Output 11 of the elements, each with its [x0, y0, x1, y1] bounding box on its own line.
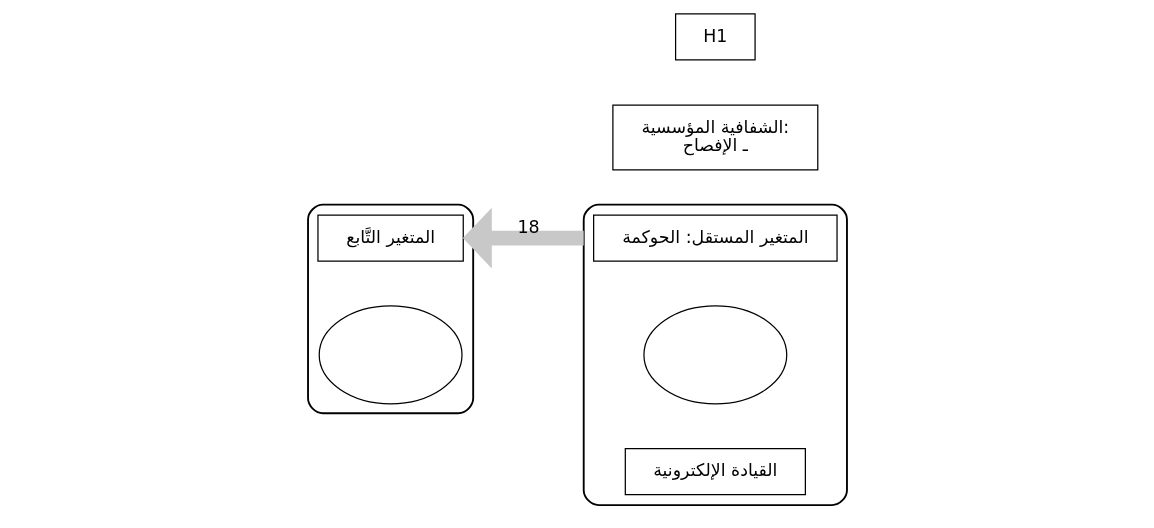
cluster	[306, 203, 474, 414]
cluster	[582, 203, 848, 506]
node-box: المتغير التَّابع	[316, 214, 464, 262]
node-box: القيادة الإلكترونية	[624, 447, 806, 495]
edge-label: 18	[516, 216, 539, 237]
node-circle	[318, 304, 463, 404]
node-box: الشفافية المؤسسية: ـ الإفصاح	[611, 104, 818, 170]
node-box: المتغير المستقل: الحوكمة	[592, 214, 838, 262]
arrow	[462, 207, 584, 268]
node-box: H1	[674, 12, 756, 61]
node-circle	[642, 304, 787, 404]
